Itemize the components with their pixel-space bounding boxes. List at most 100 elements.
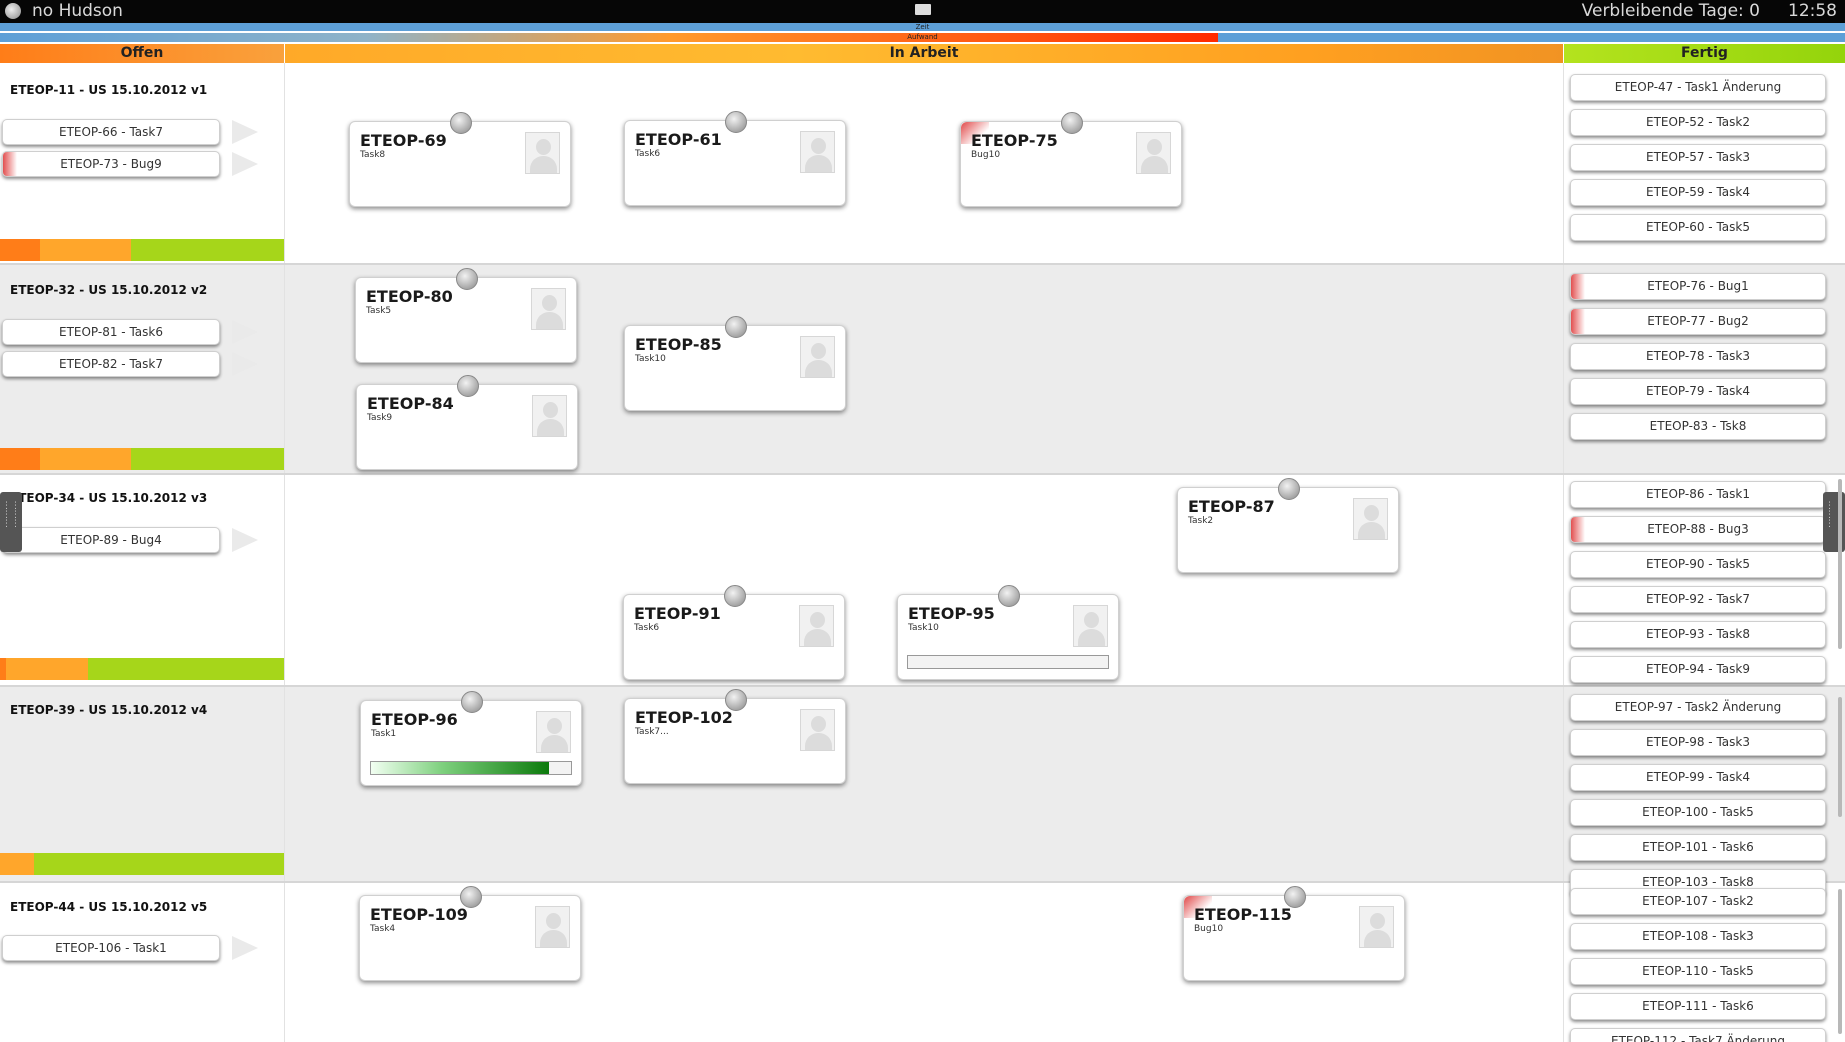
task-card[interactable]: ETEOP-109 Task4 [359, 886, 581, 981]
scrollbar[interactable] [1838, 697, 1842, 817]
done-task-card[interactable]: ETEOP-110 - Task5 [1570, 958, 1826, 985]
open-task-card[interactable]: ETEOP-106 - Task1 [2, 935, 220, 961]
done-task-card[interactable]: ETEOP-86 - Task1 [1570, 481, 1826, 508]
column-divider [1563, 475, 1564, 685]
task-name: Task2 [1188, 516, 1214, 526]
done-task-card[interactable]: ETEOP-59 - Task4 [1570, 179, 1826, 206]
done-task-card[interactable]: ETEOP-76 - Bug1 [1570, 273, 1826, 300]
task-name: Task5 [366, 306, 392, 316]
task-card[interactable]: ETEOP-96 Task1 [360, 691, 582, 786]
done-task-card[interactable]: ETEOP-101 - Task6 [1570, 834, 1826, 861]
effort-bar-label: Aufwand [907, 33, 938, 41]
done-task-card[interactable]: ETEOP-79 - Task4 [1570, 378, 1826, 405]
done-task-card[interactable]: ETEOP-112 - Task7 Änderung [1570, 1028, 1826, 1042]
done-task-card[interactable]: ETEOP-52 - Task2 [1570, 109, 1826, 136]
done-task-card[interactable]: ETEOP-83 - Tsk8 [1570, 413, 1826, 440]
done-task-card[interactable]: ETEOP-57 - Task3 [1570, 144, 1826, 171]
move-arrow-icon[interactable] [232, 152, 258, 176]
done-task-card[interactable]: ETEOP-92 - Task7 [1570, 586, 1826, 613]
task-name: Task10 [908, 623, 939, 633]
status-segment-in-progress [0, 853, 35, 875]
pin-icon[interactable] [1278, 478, 1300, 500]
pin-icon[interactable] [450, 112, 472, 134]
pin-icon[interactable] [460, 886, 482, 908]
scrollbar[interactable] [1838, 479, 1842, 649]
done-task-card[interactable]: ETEOP-78 - Task3 [1570, 343, 1826, 370]
task-card[interactable]: ETEOP-69 Task8 [349, 112, 571, 207]
pin-icon[interactable] [456, 268, 478, 290]
column-divider [284, 265, 285, 473]
open-task-card[interactable]: ETEOP-66 - Task7 [2, 119, 220, 145]
move-arrow-icon[interactable] [232, 528, 258, 552]
avatar [532, 395, 567, 437]
task-id: ETEOP-75 [971, 131, 1058, 150]
done-task-card[interactable]: ETEOP-100 - Task5 [1570, 799, 1826, 826]
pin-icon[interactable] [1061, 112, 1083, 134]
done-task-card[interactable]: ETEOP-99 - Task4 [1570, 764, 1826, 791]
scrollbar[interactable] [1838, 889, 1842, 1034]
done-task-card[interactable]: ETEOP-97 - Task2 Änderung [1570, 694, 1826, 721]
task-card[interactable]: ETEOP-102 Task7... [624, 689, 846, 784]
pin-icon[interactable] [457, 375, 479, 397]
pin-icon[interactable] [725, 316, 747, 338]
move-arrow-icon[interactable] [232, 352, 258, 376]
avatar [1073, 605, 1108, 647]
done-task-card[interactable]: ETEOP-47 - Task1 Änderung [1570, 74, 1826, 101]
task-card[interactable]: ETEOP-80 Task5 [355, 268, 577, 363]
done-task-card[interactable]: ETEOP-94 - Task9 [1570, 656, 1826, 683]
task-name: Task4 [370, 924, 396, 934]
story-lane: ETEOP-44 - US 15.10.2012 v5 ETEOP-106 - … [0, 883, 1845, 1042]
story-title: ETEOP-34 - US 15.10.2012 v3 [10, 491, 208, 505]
pin-icon[interactable] [1284, 886, 1306, 908]
done-task-card[interactable]: ETEOP-98 - Task3 [1570, 729, 1826, 756]
story-title: ETEOP-32 - US 15.10.2012 v2 [10, 283, 208, 297]
task-card[interactable]: ETEOP-115 Bug10 [1183, 886, 1405, 981]
task-id: ETEOP-61 [635, 130, 722, 149]
pin-icon[interactable] [461, 691, 483, 713]
task-progress-bar [907, 655, 1109, 669]
status-segment-open [0, 239, 40, 261]
done-task-card[interactable]: ETEOP-88 - Bug3 [1570, 516, 1826, 543]
task-name: Task9 [367, 413, 393, 423]
task-id: ETEOP-69 [360, 131, 447, 150]
done-task-card[interactable]: ETEOP-108 - Task3 [1570, 923, 1826, 950]
mail-icon[interactable] [915, 4, 931, 15]
task-card[interactable]: ETEOP-85 Task10 [624, 316, 846, 411]
done-task-card[interactable]: ETEOP-107 - Task2 [1570, 888, 1826, 915]
done-task-card[interactable]: ETEOP-60 - Task5 [1570, 214, 1826, 241]
open-task-card[interactable]: ETEOP-89 - Bug4 [2, 527, 220, 553]
pin-icon[interactable] [725, 689, 747, 711]
column-divider [284, 883, 285, 1042]
open-task-card[interactable]: ETEOP-81 - Task6 [2, 319, 220, 345]
move-arrow-icon[interactable] [232, 120, 258, 144]
task-card[interactable]: ETEOP-95 Task10 [897, 585, 1119, 680]
task-name: Bug10 [1194, 924, 1224, 934]
pin-icon[interactable] [724, 585, 746, 607]
task-name: Task1 [371, 729, 397, 739]
task-card[interactable]: ETEOP-75 Bug10 [960, 112, 1182, 207]
task-id: ETEOP-80 [366, 287, 453, 306]
drag-handle-left[interactable]: ⋮⋮⋮⋮⋮⋮ [0, 492, 22, 552]
avatar [1136, 132, 1171, 174]
column-divider [1563, 63, 1564, 263]
done-task-card[interactable]: ETEOP-90 - Task5 [1570, 551, 1826, 578]
pin-icon[interactable] [998, 585, 1020, 607]
move-arrow-icon[interactable] [232, 936, 258, 960]
done-task-card[interactable]: ETEOP-77 - Bug2 [1570, 308, 1826, 335]
task-card[interactable]: ETEOP-84 Task9 [356, 375, 578, 470]
task-card[interactable]: ETEOP-61 Task6 [624, 111, 846, 206]
open-task-card[interactable]: ETEOP-73 - Bug9 [2, 151, 220, 177]
task-name: Task8 [360, 150, 386, 160]
status-segment-in-progress [39, 448, 131, 470]
task-card[interactable]: ETEOP-91 Task6 [623, 585, 845, 680]
open-task-card[interactable]: ETEOP-82 - Task7 [2, 351, 220, 377]
pin-icon[interactable] [725, 111, 747, 133]
column-divider [284, 687, 285, 881]
move-arrow-icon[interactable] [232, 320, 258, 344]
task-card[interactable]: ETEOP-87 Task2 [1177, 478, 1399, 573]
done-task-card[interactable]: ETEOP-111 - Task6 [1570, 993, 1826, 1020]
done-task-card[interactable]: ETEOP-93 - Task8 [1570, 621, 1826, 648]
column-header-open: Offen [0, 44, 284, 63]
time-bar [0, 23, 1845, 31]
